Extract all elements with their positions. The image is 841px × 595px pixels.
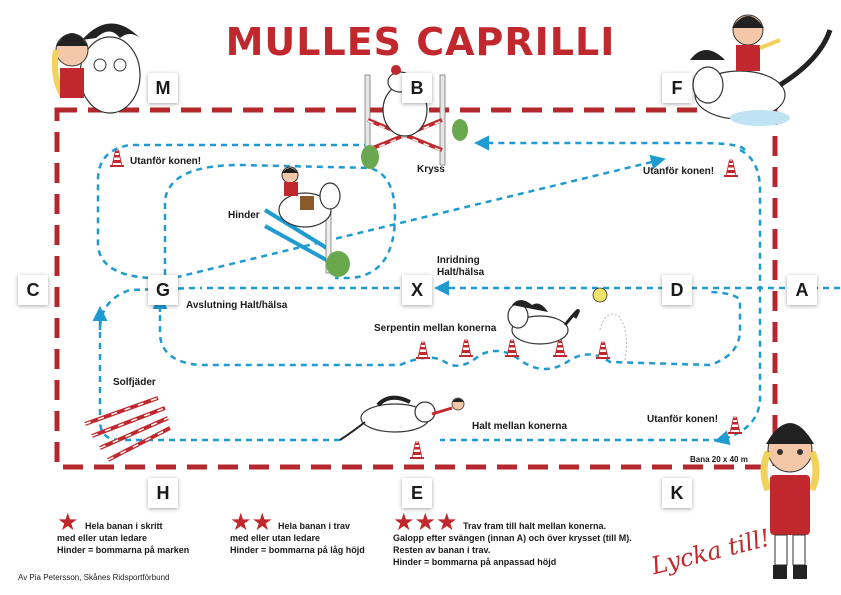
pony-illustration <box>507 287 627 361</box>
legend-line: Resten av banan i trav. <box>393 545 491 555</box>
label-halt-mellan-konerna: Halt mellan konerna <box>472 421 568 432</box>
cone-icon <box>595 341 611 360</box>
arena-letter-k: K <box>662 478 692 508</box>
legend-line: Hinder = bommarna på anpassad höjd <box>393 557 557 567</box>
path-g-loop <box>158 315 400 367</box>
pole-icon <box>84 396 171 462</box>
legend-line: Trav fram till halt mellan konerna. <box>463 521 607 531</box>
label-avslutning: Avslutning Halt/hälsa <box>186 300 288 311</box>
label-kryss: Kryss <box>417 164 445 175</box>
legend-line: Hela banan i trav <box>278 521 351 531</box>
legend-level-3: Trav fram till halt mellan konerna. Galo… <box>393 520 632 568</box>
path-left-return <box>98 286 196 420</box>
rider-illustration <box>690 14 833 126</box>
arena-letter-h: H <box>148 478 178 508</box>
rider-illustration <box>51 23 141 114</box>
arena-letter-m: M <box>148 73 178 103</box>
legend-line: Hela banan i skritt <box>85 521 163 531</box>
star-icon: ★★★ <box>393 508 458 536</box>
label-utanfor-konen: Utanför konen! <box>643 166 715 177</box>
legend-level-2: Hela banan i trav med eller utan ledare … <box>230 520 365 556</box>
arena-letter-g: G <box>148 275 178 305</box>
legend-line: med eller utan ledare <box>57 533 148 543</box>
cone-icon <box>552 339 568 358</box>
path-top-return <box>474 135 747 151</box>
cone-icon <box>415 341 431 360</box>
label-utanfor-konen: Utanför konen! <box>647 414 719 425</box>
legend-line: Galopp efter svängen (innan A) och över … <box>393 533 632 543</box>
label-serpentin: Serpentin mellan konerna <box>374 323 497 334</box>
arena-letter-b: B <box>402 73 432 103</box>
cone-icon <box>109 149 125 168</box>
label-utanfor-konen: Utanför konen! <box>130 156 202 167</box>
arena-letter-f: F <box>662 73 692 103</box>
star-icon: ★ <box>57 508 79 536</box>
jump-icon <box>263 166 350 277</box>
cone-icon <box>727 416 743 435</box>
credit-text: Av Pia Petersson, Skånes Ridsportförbund <box>18 573 170 582</box>
path-diagonal <box>164 154 666 282</box>
arena-letter-x: X <box>402 275 432 305</box>
label-inridning: Inridning <box>437 255 480 266</box>
legend-line: med eller utan ledare <box>230 533 321 543</box>
label-solfjader: Solfjäder <box>113 377 156 388</box>
rider-illustration <box>760 423 820 579</box>
cone-icon <box>504 339 520 358</box>
label-hinder: Hinder <box>228 210 260 221</box>
path-outer-loop <box>96 143 370 280</box>
arena-letter-c: C <box>18 275 48 305</box>
pony-illustration <box>339 395 465 441</box>
path-right-side <box>714 148 762 445</box>
label-bana-size: Bana 20 x 40 m <box>690 455 748 464</box>
legend-line: Hinder = bommarna på låg höjd <box>230 545 365 555</box>
cone-icon <box>723 159 739 178</box>
star-icon: ★★ <box>230 508 273 536</box>
page-title: MULLES CAPRILLI <box>225 20 616 64</box>
cone-icon <box>458 339 474 358</box>
path-inner-oval <box>163 163 397 280</box>
legend-level-1: Hela banan i skritt med eller utan ledar… <box>57 520 189 556</box>
label-halt-halsa: Halt/hälsa <box>437 267 485 278</box>
arena-letter-a: A <box>787 275 817 305</box>
legend-line: Hinder = bommarna på marken <box>57 545 190 555</box>
cone-icon <box>409 441 425 460</box>
arena-letter-e: E <box>402 478 432 508</box>
arena-letter-d: D <box>662 275 692 305</box>
